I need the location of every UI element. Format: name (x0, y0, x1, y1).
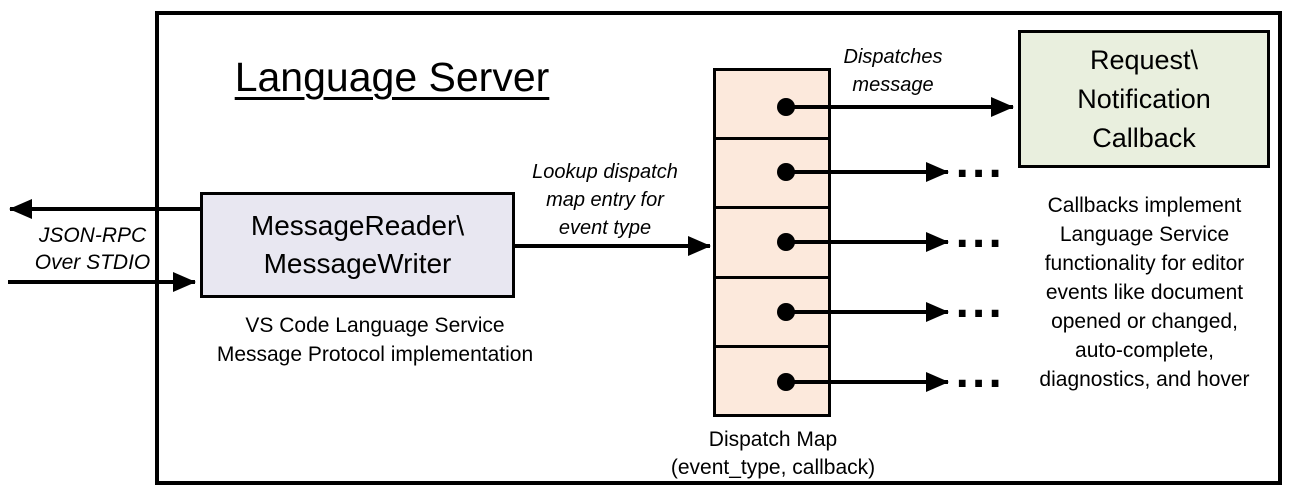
message-reader-writer-box: MessageReader\ MessageWriter (200, 192, 515, 298)
message-reader-writer-label: MessageReader\ MessageWriter (250, 210, 465, 279)
dispatches-message-label: Dispatches message (843, 46, 943, 96)
request-notification-callback-label: Request\ Notification Callback (1077, 44, 1211, 153)
callbacks-description: Callbacks implement Language Service fun… (1039, 194, 1250, 391)
dispatch-map-caption: Dispatch Map (event_type, callback) (670, 428, 876, 479)
more-callbacks-ellipsis: ... (955, 142, 1005, 186)
dispatch-map-cell (716, 344, 828, 414)
lookup-dispatch-label: Lookup dispatch map entry for event type (532, 161, 678, 239)
request-notification-callback-box: Request\ Notification Callback (1018, 30, 1270, 168)
dispatch-map-cell (716, 275, 828, 345)
dispatch-map-cell (716, 71, 828, 137)
more-callbacks-ellipsis: ... (955, 212, 1005, 256)
more-callbacks-ellipsis: ... (955, 352, 1005, 396)
more-callbacks-ellipsis: ... (955, 282, 1005, 326)
dispatch-map (713, 68, 831, 417)
message-box-caption: VS Code Language Service Message Protoco… (216, 314, 534, 366)
diagram-title: Language Server (234, 54, 550, 100)
dispatch-map-cell (716, 206, 828, 275)
dispatch-map-cell (716, 137, 828, 206)
json-rpc-stdio-label: JSON-RPC Over STDIO (34, 224, 151, 274)
